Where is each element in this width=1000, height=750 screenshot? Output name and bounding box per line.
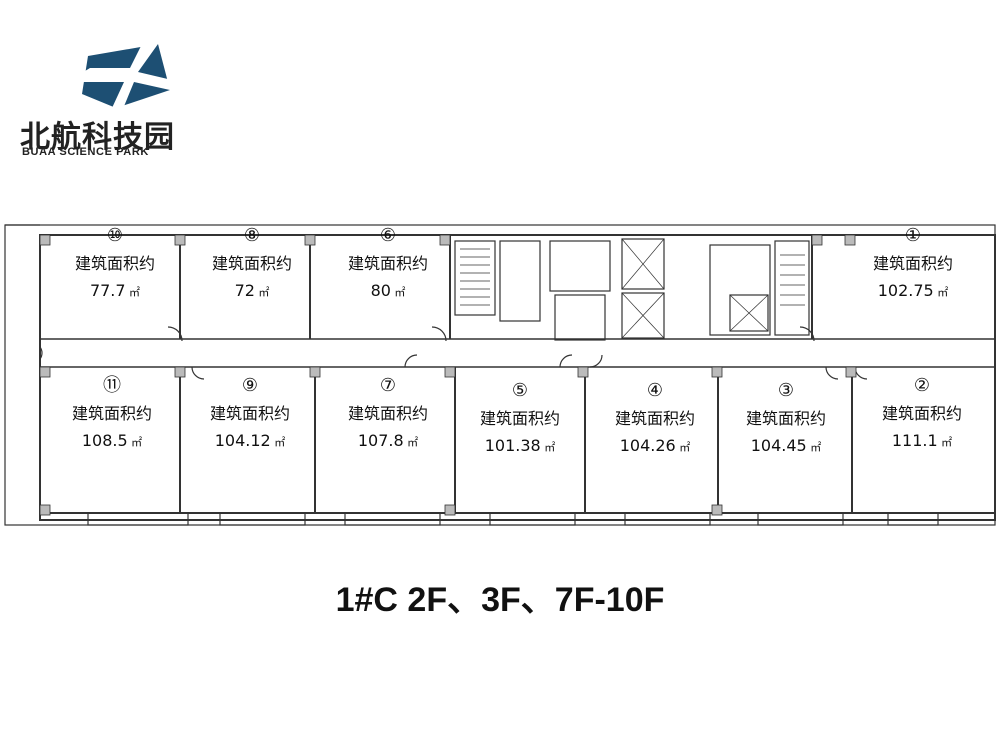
floor-caption: 1#C 2F、3F、7F-10F [335, 581, 665, 619]
room-area-value: 72 ㎡ [192, 277, 312, 306]
room-area-unit: ㎡ [127, 436, 143, 449]
room-area-unit: ㎡ [270, 436, 286, 449]
room-area-number: 108.5 [81, 431, 128, 450]
room-area-label: 建筑面积约 [614, 409, 695, 428]
room-area-unit: ㎡ [540, 441, 556, 454]
room-area-number: 102.75 [877, 281, 934, 300]
room-area-label: 建筑面积约 [347, 254, 428, 273]
room-area-number: 72 [234, 281, 255, 300]
room-label: ⑤ 建筑面积约 101.38 ㎡ [460, 380, 580, 461]
brand-name-cn: 北航科技园 [20, 120, 175, 155]
room-label: ③ 建筑面积约 104.45 ㎡ [726, 380, 846, 461]
room-label: ② 建筑面积约 111.1 ㎡ [862, 375, 982, 456]
room-number: ③ [777, 380, 795, 401]
room-number: ⑧ [243, 225, 261, 246]
room-area-value: 101.38 ㎡ [460, 432, 580, 461]
room-number: ④ [646, 380, 664, 401]
room-label: ⑪ 建筑面积约 108.5 ㎡ [52, 375, 172, 456]
buaa-logo [80, 36, 172, 116]
room-number: ① [904, 225, 922, 246]
brand-name-en: BUAA SCIENCE PARK [22, 146, 149, 158]
room-area-label: 建筑面积约 [211, 254, 292, 273]
room-area-label: 建筑面积约 [745, 409, 826, 428]
room-number: ② [913, 375, 931, 396]
room-area-number: 80 [370, 281, 391, 300]
room-area-label: 建筑面积约 [479, 409, 560, 428]
room-area-value: 104.26 ㎡ [595, 432, 715, 461]
room-area-value: 102.75 ㎡ [853, 277, 973, 306]
room-area-label: 建筑面积约 [347, 404, 428, 423]
room-label: ④ 建筑面积约 104.26 ㎡ [595, 380, 715, 461]
room-area-value: 104.45 ㎡ [726, 432, 846, 461]
room-label: ⑦ 建筑面积约 107.8 ㎡ [328, 375, 448, 456]
room-area-value: 108.5 ㎡ [52, 427, 172, 456]
room-area-value: 104.12 ㎡ [190, 427, 310, 456]
room-number: ⑥ [379, 225, 397, 246]
room-label: ⑨ 建筑面积约 104.12 ㎡ [190, 375, 310, 456]
room-area-value: 107.8 ㎡ [328, 427, 448, 456]
room-area-unit: ㎡ [390, 286, 406, 299]
logo-emblem-icon [80, 36, 172, 116]
room-area-unit: ㎡ [806, 441, 822, 454]
room-number: ⑤ [511, 380, 529, 401]
room-area-unit: ㎡ [933, 286, 949, 299]
room-label: ⑩ 建筑面积约 77.7 ㎡ [55, 225, 175, 306]
room-area-number: 104.45 [750, 436, 807, 455]
room-number: ⑦ [379, 375, 397, 396]
room-number: ⑩ [106, 225, 124, 246]
room-area-value: 111.1 ㎡ [862, 427, 982, 456]
room-area-label: 建筑面积约 [881, 404, 962, 423]
room-area-value: 80 ㎡ [328, 277, 448, 306]
room-area-label: 建筑面积约 [71, 404, 152, 423]
room-label: ① 建筑面积约 102.75 ㎡ [853, 225, 973, 306]
floor-plan [4, 224, 996, 526]
room-area-label: 建筑面积约 [872, 254, 953, 273]
room-area-unit: ㎡ [254, 286, 270, 299]
room-label: ⑥ 建筑面积约 80 ㎡ [328, 225, 448, 306]
room-area-label: 建筑面积约 [209, 404, 290, 423]
room-area-number: 104.26 [619, 436, 676, 455]
room-area-unit: ㎡ [675, 441, 691, 454]
room-area-unit: ㎡ [403, 436, 419, 449]
room-area-unit: ㎡ [125, 286, 141, 299]
room-label: ⑧ 建筑面积约 72 ㎡ [192, 225, 312, 306]
room-area-number: 77.7 [89, 281, 126, 300]
room-area-number: 107.8 [357, 431, 404, 450]
room-area-label: 建筑面积约 [74, 254, 155, 273]
room-area-number: 104.12 [214, 431, 271, 450]
room-number: ⑪ [103, 375, 121, 396]
room-area-number: 111.1 [891, 431, 938, 450]
room-area-value: 77.7 ㎡ [55, 277, 175, 306]
room-number: ⑨ [241, 375, 259, 396]
room-area-number: 101.38 [484, 436, 541, 455]
room-area-unit: ㎡ [937, 436, 953, 449]
